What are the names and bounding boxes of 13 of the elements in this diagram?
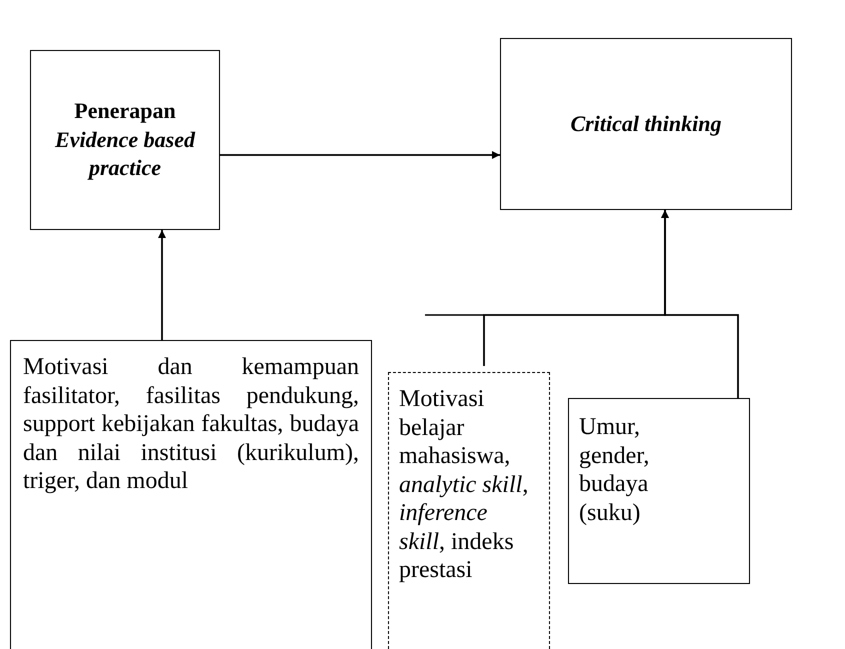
process-box — [500, 38, 792, 210]
process-box — [30, 50, 220, 230]
arrow — [661, 210, 739, 398]
dashed-box — [388, 372, 550, 649]
node-text: Motivasi belajar mahasiswa, analytic skill, inference skill, indeks prestasi — [399, 385, 530, 584]
process-box — [568, 398, 750, 584]
arrow — [158, 230, 166, 340]
node-text: Critical thinking — [570, 110, 722, 138]
node-text: Penerapan Evidence based practice — [54, 97, 196, 182]
arrow — [220, 151, 500, 159]
process-box — [10, 340, 372, 649]
node-text: Umur, gender, budaya (suku) — [579, 413, 650, 527]
node-text: Motivasi dan kemampuan fasilitator, fasilitas pendukung, support kebijakan fakultas, budaya dan nilai institusi (kurikulum), triger, dan modul — [23, 353, 359, 496]
